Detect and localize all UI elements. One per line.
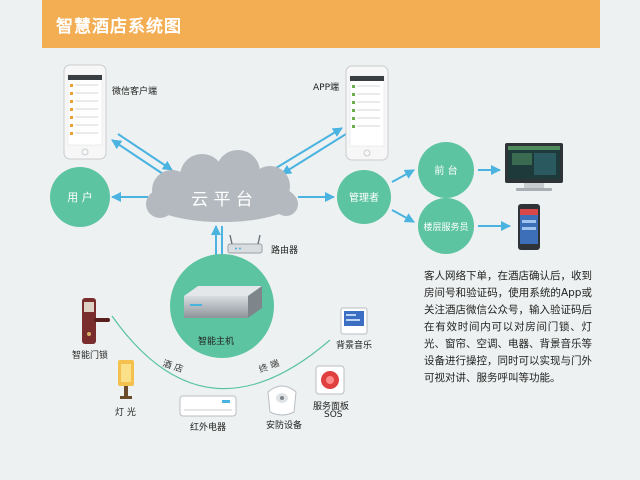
label-door-lock: 智能门锁 [72,351,109,361]
user-node [50,167,110,227]
arrow-app-cloud [281,133,347,175]
music-panel-icon [340,307,368,335]
header-bar: 智慧酒店系统图 [42,0,600,48]
lamp-icon [118,360,134,399]
arrow-manager-frontdesk [391,169,415,183]
manager-node-label: 管理者 [349,191,379,204]
cloud-platform-label: 云 平 台 [191,190,253,210]
label-wechat-client: 微信客户端 [112,87,158,97]
wechat-phone-icon [63,64,107,160]
app-phone-icon [345,65,389,161]
terminal-arc [111,315,331,390]
staff-phone-icon [518,204,540,250]
front-desk-node [418,142,474,198]
label-app-client: APP端 [313,83,340,93]
floor-staff-node-label: 楼层服务员 [423,221,468,233]
label-light: 灯 光 [115,408,136,418]
service-panel-icon [315,365,345,395]
host-box-icon [184,286,262,318]
label-host: 智能主机 [198,337,235,347]
arc-label-terminal: 终 端 [257,357,281,375]
manager-node [337,170,391,224]
label-service-panel: 服务面板 [313,402,350,412]
security-sensor-icon [267,385,297,416]
label-bg-music: 背景音乐 [336,341,373,351]
arrow-manager-floorstaff [391,209,415,223]
router-icon [227,234,263,254]
arrow-cloud-app [275,127,343,169]
door-lock-icon [82,298,110,344]
floor-staff-node [418,198,474,254]
arc-label-hotel: 酒 店 [161,357,185,375]
arrow-wechat-cloud [117,133,173,171]
monitor-icon [505,143,563,191]
user-node-label: 用 户 [67,190,93,204]
label-ir-appliance: 红外电器 [190,423,227,433]
label-router: 路由器 [271,246,299,256]
label-security: 安防设备 [266,421,303,431]
arrow-cloud-wechat [111,139,167,177]
air-conditioner-icon [179,395,237,417]
page-title: 智慧酒店系统图 [56,17,182,37]
front-desk-node-label: 前 台 [434,164,457,177]
cloud-platform-shape [146,150,298,222]
label-sos: SOS [324,410,343,420]
description-text: 客人网络下单，在酒店确认后，收到房间号和验证码，使用系统的App或关注酒店微信公… [424,270,592,384]
